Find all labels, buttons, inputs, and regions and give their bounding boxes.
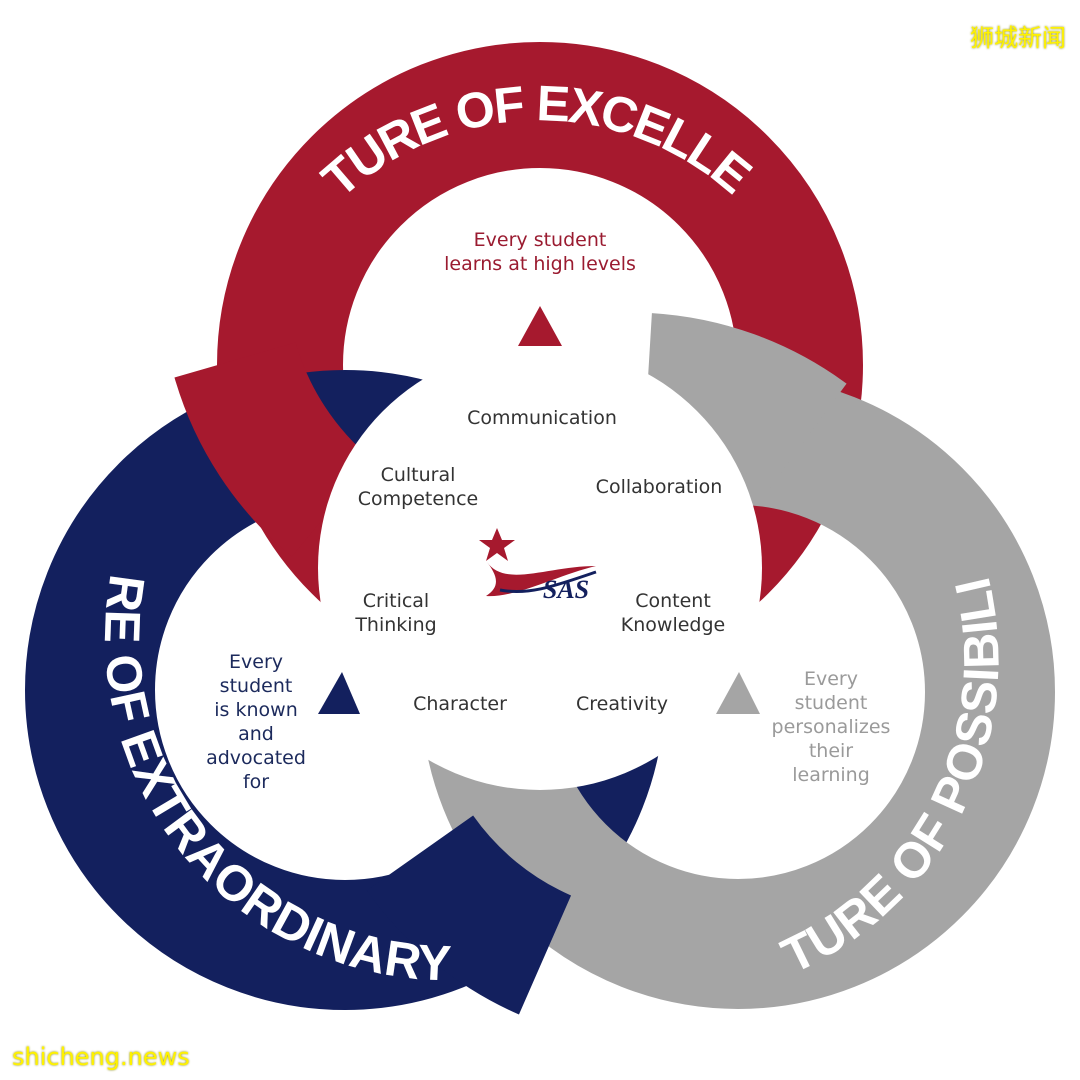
- watermark-top-right: 狮城新闻: [970, 24, 1066, 52]
- interlock-care-over-possibilities: [366, 814, 573, 1015]
- competency-communication: Communication: [467, 407, 617, 429]
- sas-logo: SAS: [479, 528, 597, 604]
- competency-creativity: Creativity: [576, 693, 668, 715]
- logo-swoosh-icon: [486, 562, 596, 597]
- care-triangle-icon: [318, 672, 360, 714]
- competency-critical-thinking: Critical Thinking: [355, 590, 437, 636]
- possibilities-tagline: Every student personalizes their learnin…: [771, 668, 891, 786]
- competency-collaboration: Collaboration: [595, 476, 723, 498]
- excellence-tagline: Every student learns at high levels: [444, 229, 636, 275]
- competency-cultural-competence: Cultural Competence: [357, 464, 479, 510]
- watermark-bottom-left: shicheng.news: [12, 1043, 190, 1071]
- competency-content-knowledge: Content Knowledge: [620, 590, 726, 636]
- logo-text: SAS: [543, 575, 589, 604]
- interlock-possibilities-over-excellence: [642, 313, 847, 490]
- logo-star-icon: [479, 528, 515, 561]
- excellence-triangle-icon: [518, 306, 562, 346]
- center-region: [318, 346, 762, 790]
- possibilities-triangle-icon: [716, 672, 760, 714]
- interlock-excellence-over-care: [174, 341, 374, 557]
- competency-character: Character: [413, 693, 507, 715]
- care-tagline: Every student is known and advocated for: [206, 651, 306, 793]
- logo-swoosh-underline-icon: [499, 570, 597, 594]
